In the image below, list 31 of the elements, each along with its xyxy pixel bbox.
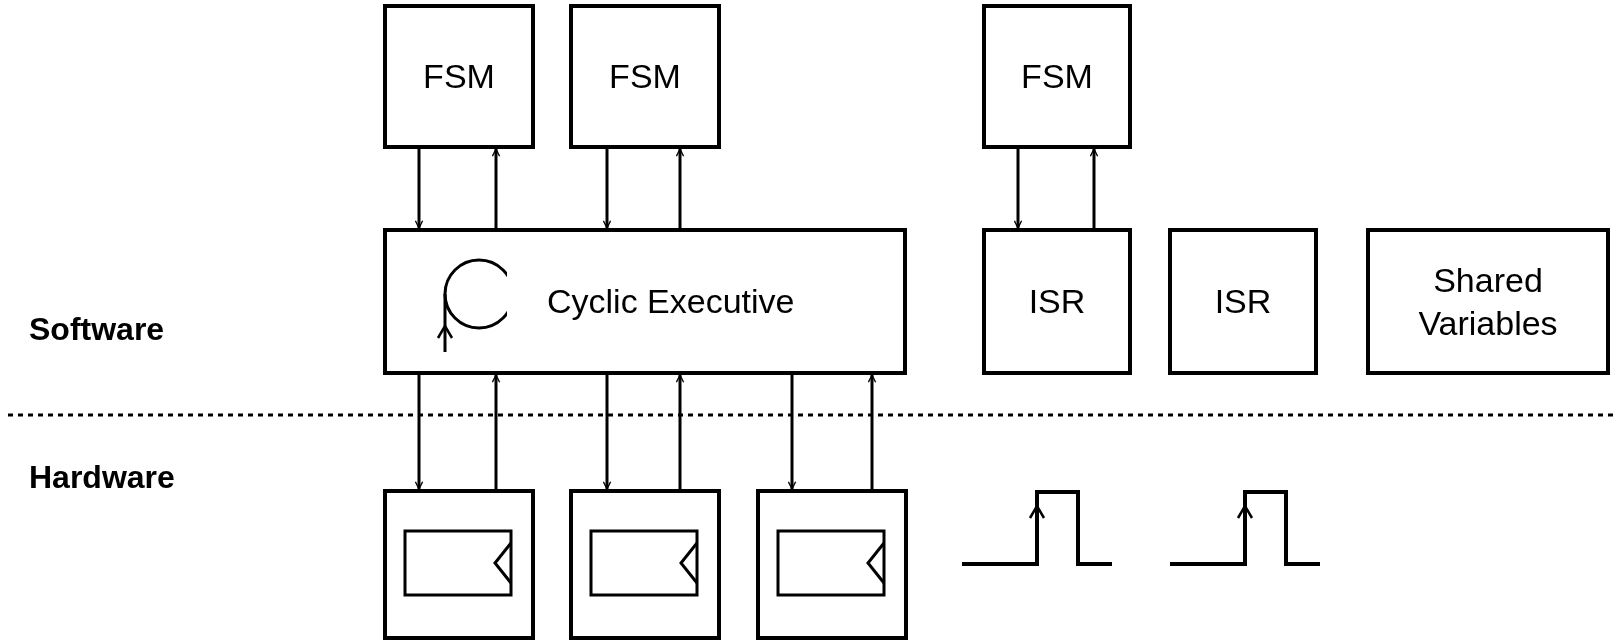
arrow bbox=[602, 149, 612, 229]
module-box bbox=[982, 4, 1132, 149]
box-label: Shared Variables bbox=[1417, 260, 1559, 344]
box-label: Cyclic Executive bbox=[547, 281, 795, 323]
arrow bbox=[414, 149, 424, 229]
arrow bbox=[414, 375, 424, 490]
arrow bbox=[1089, 148, 1099, 228]
arrow bbox=[787, 375, 797, 490]
box-label: ISR bbox=[1214, 281, 1272, 323]
process-box bbox=[383, 228, 907, 375]
hardware-box bbox=[569, 489, 721, 640]
hardware-box bbox=[756, 489, 908, 640]
hardware-box bbox=[383, 489, 535, 640]
arrow bbox=[675, 374, 685, 489]
module-box bbox=[982, 228, 1132, 375]
arrow bbox=[602, 375, 612, 490]
arrow bbox=[491, 148, 501, 228]
module-box bbox=[383, 4, 535, 149]
section-label: Hardware bbox=[29, 459, 175, 496]
section-label: Software bbox=[29, 311, 165, 348]
arrow bbox=[867, 374, 877, 489]
arrow bbox=[491, 374, 501, 489]
module-box bbox=[1168, 228, 1318, 375]
box-label: ISR bbox=[1028, 281, 1086, 323]
box-label: FSM bbox=[1021, 56, 1093, 98]
module-box bbox=[569, 4, 721, 149]
arrow bbox=[1013, 149, 1023, 229]
module-box bbox=[1366, 228, 1610, 375]
box-label: FSM bbox=[609, 56, 681, 98]
box-label: FSM bbox=[423, 56, 495, 98]
arrow bbox=[675, 148, 685, 228]
